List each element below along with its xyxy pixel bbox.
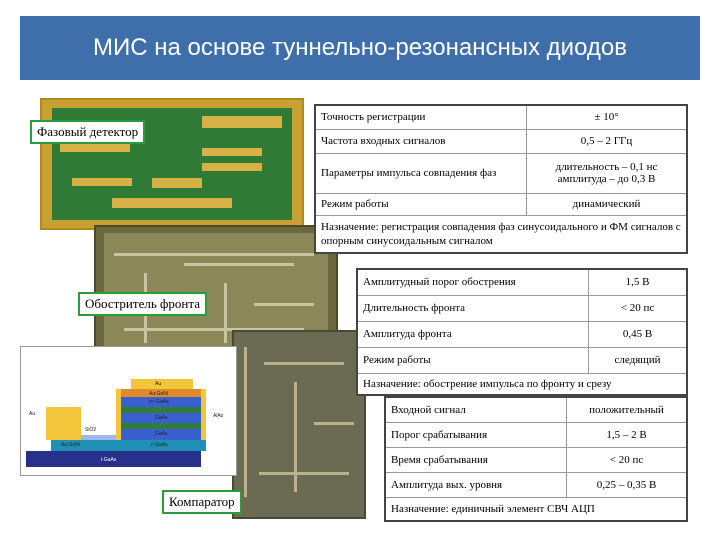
param-cell: Амплитудный порог обострения — [356, 268, 589, 296]
barrier-layer — [121, 407, 201, 413]
param-cell: Точность регистрации — [314, 104, 527, 130]
table-row: Амплитуда вых. уровня 0,25 – 0,35 В — [384, 471, 688, 498]
chip-pad — [202, 163, 262, 171]
label-left-au: Au — [29, 411, 36, 417]
comparator-chip-photo — [232, 330, 366, 519]
param-cell: Входной сигнал — [384, 396, 567, 423]
label-gaas-bottom: GaAs — [155, 431, 168, 437]
param-cell: Время срабатывания — [384, 446, 567, 473]
label-bottom-au-geni: Au:GeNi — [61, 442, 80, 448]
param-cell: Режим работы — [314, 192, 527, 216]
value-cell: следящий — [588, 346, 688, 374]
value-cell: < 20 пс — [588, 294, 688, 322]
value-cell: 0,5 – 2 ГГц — [526, 128, 688, 154]
param-cell: Амплитуда фронта — [356, 320, 589, 348]
chip-pad — [72, 178, 132, 186]
chip-trace — [314, 422, 354, 425]
label-au-geni: Au:GeNi — [149, 391, 168, 397]
cross-section-graphic — [26, 379, 206, 467]
left-contact — [46, 407, 81, 440]
phase-detector-chip-photo — [40, 98, 304, 230]
label-substrate: i-GaAs — [101, 457, 117, 463]
phase-detector-label: Фазовый детектор — [30, 120, 146, 144]
chip-trace — [254, 303, 314, 306]
table-row: Амплитуда фронта 0,45 В — [356, 320, 688, 348]
value-cell: динамический — [526, 192, 688, 216]
chip-pad — [152, 178, 202, 188]
table-row: Режим работы следящий — [356, 346, 688, 374]
barrier-layer — [121, 423, 201, 429]
title-bar: МИС на основе туннельно-резонансных диод… — [0, 0, 720, 84]
table-row: Режим работы динамический — [314, 192, 688, 216]
side-metal — [116, 389, 121, 440]
purpose-cell: Назначение: регистрация совпадения фаз с… — [314, 214, 688, 254]
chip-trace — [124, 328, 304, 331]
param-cell: Частота входных сигналов — [314, 128, 527, 154]
table-row: Длительность фронта < 20 пс — [356, 294, 688, 322]
substrate-layer — [26, 451, 201, 467]
chip-trace — [259, 472, 349, 475]
n-contact-layer — [51, 440, 206, 451]
table-row: Время срабатывания < 20 пс — [384, 446, 688, 473]
value-cell: 0,25 – 0,35 В — [566, 471, 688, 498]
label-n-gaas: n+ GaAs — [149, 399, 169, 405]
label-n-gaas-bottom: n GaAs — [151, 442, 168, 448]
slide-title: МИС на основе туннельно-резонансных диод… — [93, 34, 627, 61]
label-sio2: SiO2 — [85, 427, 97, 433]
table-row: Входной сигнал положительный — [384, 396, 688, 423]
rtd-cross-section-diagram: Au Au:GeNi n+ GaAs GaAs AlAs GaAs n GaAs… — [20, 346, 237, 476]
table-row: Амплитудный порог обострения 1,5 В — [356, 268, 688, 296]
label-top-au: Au — [155, 381, 162, 387]
purpose-cell: Назначение: единичный элемент СВЧ АЦП — [384, 496, 688, 522]
purpose-cell: Назначение: обострение импульса по фронт… — [356, 372, 688, 396]
oxide-layer — [81, 435, 116, 440]
top-contact — [131, 379, 193, 389]
chip-trace — [114, 253, 314, 256]
bottom-gaas-layer — [121, 429, 201, 440]
chip-pad — [202, 148, 262, 156]
top-ohmic-layer — [121, 389, 201, 397]
table-row: Точность регистрации ± 10° — [314, 104, 688, 130]
edge-sharpener-spec-table: Амплитудный порог обострения 1,5 В Длите… — [356, 268, 688, 396]
chip-pad — [202, 116, 282, 128]
n-gaas-layer — [121, 397, 201, 407]
value-cell: положительный — [566, 396, 688, 423]
table-row: Порог срабатывания 1,5 – 2 В — [384, 421, 688, 448]
value-cell: ± 10° — [526, 104, 688, 130]
label-gaas: GaAs — [155, 415, 168, 421]
param-cell: Параметры импульса совпадения фаз — [314, 152, 527, 194]
chip-pad — [112, 198, 232, 208]
value-cell: длительность – 0,1 нс амплитуда – до 0,3… — [526, 152, 688, 194]
comparator-label: Компаратор — [162, 490, 242, 514]
table-row: Назначение: единичный элемент СВЧ АЦП — [384, 496, 688, 522]
param-cell: Длительность фронта — [356, 294, 589, 322]
phase-detector-spec-table: Точность регистрации ± 10° Частота входн… — [314, 104, 688, 254]
chip-trace — [244, 347, 247, 497]
value-cell: 1,5 В — [588, 268, 688, 296]
comparator-spec-table: Входной сигнал положительный Порог сраба… — [384, 396, 688, 522]
param-cell: Режим работы — [356, 346, 589, 374]
value-cell: 1,5 – 2 В — [566, 421, 688, 448]
chip-trace — [224, 283, 227, 343]
chip-trace — [184, 263, 294, 266]
param-cell: Порог срабатывания — [384, 421, 567, 448]
value-cell: < 20 пс — [566, 446, 688, 473]
value-cell: 0,45 В — [588, 320, 688, 348]
chip-trace — [294, 382, 297, 492]
chip-trace — [264, 362, 344, 365]
table-row: Назначение: регистрация совпадения фаз с… — [314, 214, 688, 254]
table-row: Частота входных сигналов 0,5 – 2 ГГц — [314, 128, 688, 154]
edge-sharpener-label: Обостритель фронта — [78, 292, 208, 316]
table-row: Параметры импульса совпадения фаз длител… — [314, 152, 688, 194]
param-cell: Амплитуда вых. уровня — [384, 471, 567, 498]
side-metal — [201, 389, 206, 440]
label-alas: AlAs — [213, 413, 224, 419]
title-band — [20, 16, 700, 80]
table-row: Назначение: обострение импульса по фронт… — [356, 372, 688, 396]
well-layer — [121, 413, 201, 423]
